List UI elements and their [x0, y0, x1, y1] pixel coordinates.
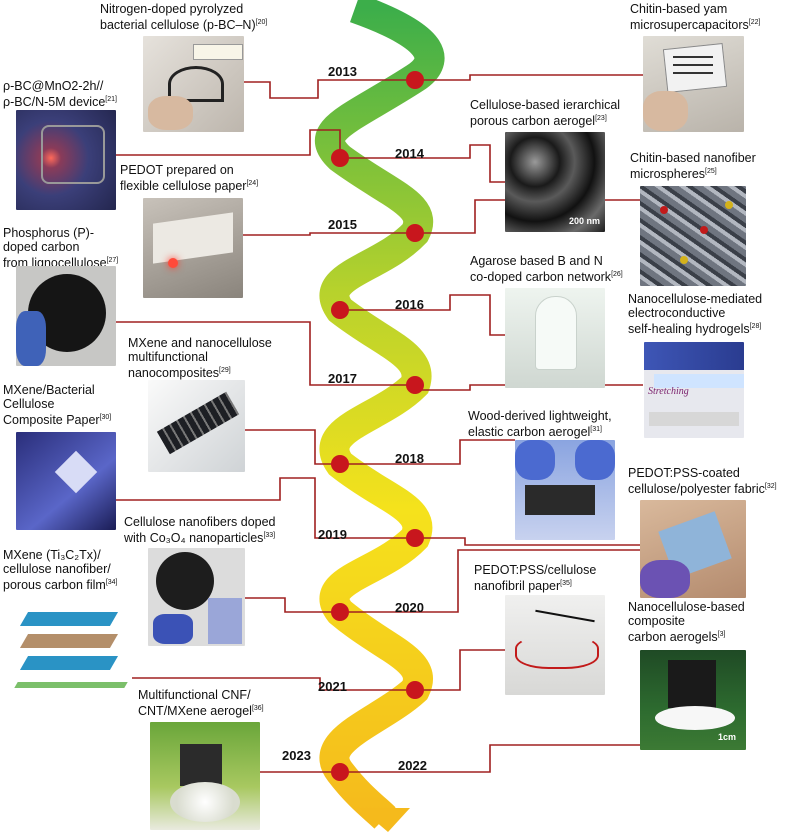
timeline-arrowhead — [360, 808, 410, 832]
year-label-2020: 2020 — [395, 600, 424, 615]
year-label-2019: 2019 — [318, 527, 347, 542]
year-label-2018: 2018 — [395, 451, 424, 466]
scale-bar-1cm: 1cm — [718, 732, 737, 742]
photo-pedot-pss-fabric — [640, 500, 746, 598]
photo-phosphorus-carbon — [16, 266, 116, 366]
photo-nanocellulose-aerogels: 1cm — [640, 650, 746, 750]
year-markers — [331, 71, 424, 781]
photo-pedot-paper — [143, 198, 243, 298]
label-agarose-carbon: Agarose based B and N co-doped carbon ne… — [470, 254, 623, 285]
year-dot-2021 — [406, 681, 424, 699]
label-pedot-pss-paper: PEDOT:PSS/cellulose nanofibril paper[35] — [474, 563, 597, 594]
year-dot-2019 — [406, 529, 424, 547]
label-wood-aerogel: Wood-derived lightweight, elastic carbon… — [468, 409, 612, 440]
year-label-2013: 2013 — [328, 64, 357, 79]
photo-chitin-yam — [643, 36, 744, 132]
year-dot-2022 — [331, 763, 349, 781]
photo-pedot-pss-paper — [505, 595, 605, 695]
label-phosphorus-carbon: Phosphorus (P)- doped carbon from lignoc… — [3, 226, 119, 271]
photo-bc-device — [16, 110, 116, 210]
label-pedot-pss-fabric: PEDOT:PSS-coated cellulose/polyester fab… — [628, 466, 777, 497]
label-mxene-nanocomposites: MXene and nanocellulose multifunctional … — [128, 336, 272, 381]
year-label-2017: 2017 — [328, 371, 357, 386]
year-label-2014: 2014 — [395, 146, 424, 161]
year-dot-2020 — [331, 603, 349, 621]
photo-agarose-carbon — [505, 288, 605, 388]
year-label-2016: 2016 — [395, 297, 424, 312]
year-label-2023: 2023 — [282, 748, 311, 763]
photo-porous-carbon-sem: 200 nm — [505, 132, 605, 232]
label-mxene-bc-paper: MXene/Bacterial Cellulose Composite Pape… — [3, 383, 112, 428]
photo-mxene-bc-paper — [16, 432, 116, 530]
year-dot-2018 — [331, 455, 349, 473]
label-chitin-yam: Chitin-based yam microsupercapacitors[22… — [630, 2, 761, 33]
label-hydrogels: Nanocellulose-mediated electroconductive… — [628, 292, 763, 337]
year-label-2015: 2015 — [328, 217, 357, 232]
photo-wood-aerogel — [515, 440, 615, 540]
year-dot-2013 — [406, 71, 424, 89]
photo-mxene-nanocomposite — [148, 380, 245, 472]
label-pedot-paper: PEDOT prepared on flexible cellulose pap… — [120, 163, 259, 194]
photo-mxene-cnf-film — [6, 592, 132, 708]
year-dot-2015 — [406, 224, 424, 242]
year-dot-2014 — [331, 149, 349, 167]
stretching-caption: Stretching — [648, 386, 689, 397]
label-chitin-microspheres: Chitin-based nanofiber microspheres[25] — [630, 151, 756, 182]
year-label-2021: 2021 — [318, 679, 347, 694]
label-porous-carbon-aerogel: Cellulose-based ierarchical porous carbo… — [470, 98, 621, 129]
label-nanocellulose-aerogels: Nanocellulose-based composite carbon aer… — [628, 600, 745, 645]
label-mxene-cnf-film: MXene (Ti₃C₂Tx)/ cellulose nanofiber/ po… — [3, 548, 118, 593]
photo-chitin-microspheres — [640, 186, 746, 286]
label-cnf-co3o4: Cellulose nanofibers doped with Co₃O₄ na… — [124, 515, 276, 546]
year-label-2022: 2022 — [398, 758, 427, 773]
photo-cnf-co3o4 — [148, 548, 245, 646]
label-bc-mno2-device: ρ-BC@MnO2-2h// ρ-BC/N-5M device[21] — [3, 79, 117, 110]
scale-bar-200nm: 200 nm — [569, 216, 601, 226]
photo-p-bc-n — [143, 36, 244, 132]
year-dot-2016 — [331, 301, 349, 319]
label-cnf-cnt-mxene: Multifunctional CNF/ CNT/MXene aerogel[3… — [138, 688, 264, 719]
label-p-bc-n: Nitrogen-doped pyrolyzed bacterial cellu… — [100, 2, 268, 33]
photo-hydrogels: Stretching — [644, 342, 744, 438]
photo-cnf-cnt-mxene — [150, 722, 260, 830]
year-dot-2017 — [406, 376, 424, 394]
